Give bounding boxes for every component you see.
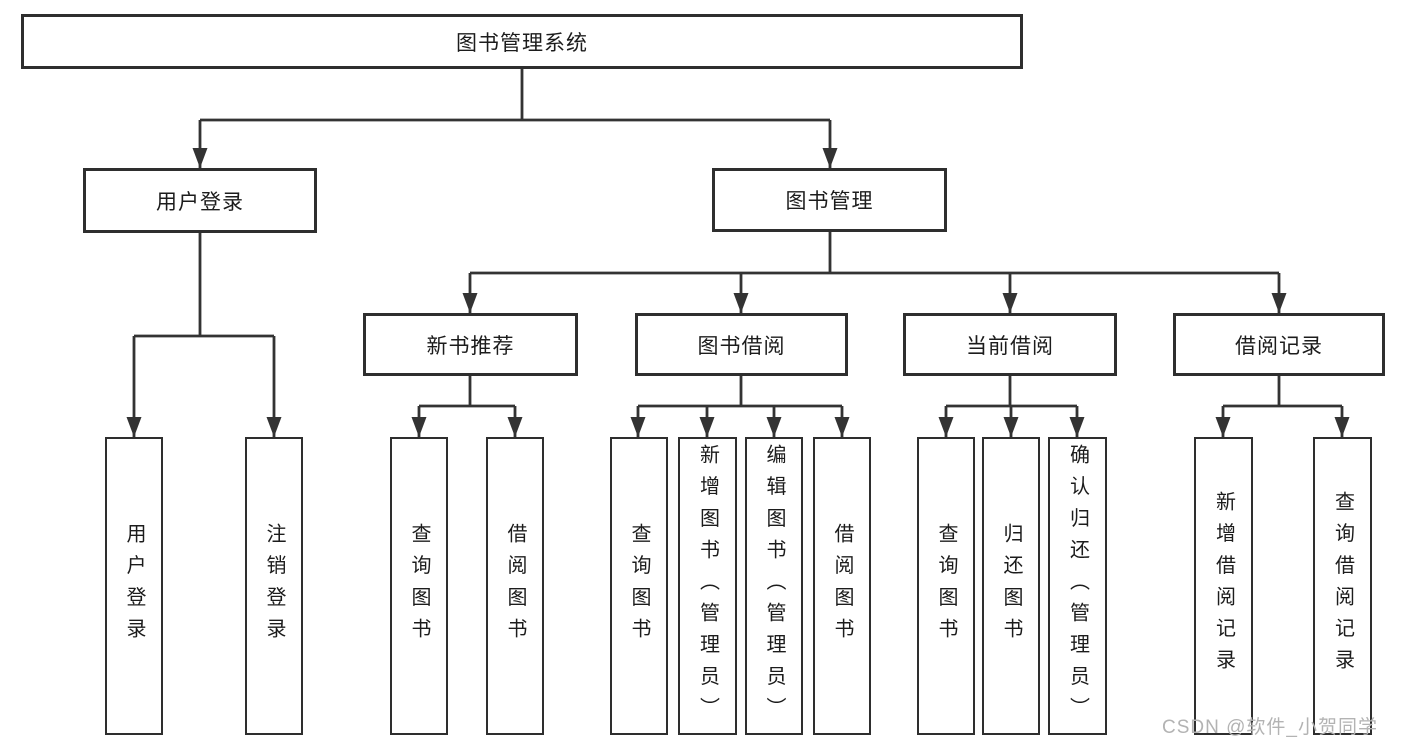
node-book-management: 图书管理: [712, 168, 947, 232]
leaf-current-return-books: 归还图书: [982, 437, 1040, 735]
leaf-user-login: 用户登录: [105, 437, 163, 735]
watermark: CSDN @软件_小贺同学: [1162, 717, 1378, 738]
leaf-borrow-borrow-books: 借阅图书: [813, 437, 871, 735]
leaf-rec-borrow-books: 借阅图书: [486, 437, 544, 735]
leaf-borrow-query-books: 查询图书: [610, 437, 668, 735]
leaf-logout: 注销登录: [245, 437, 303, 735]
node-library-management-system: 图书管理系统: [21, 14, 1023, 69]
node-new-book-recommend: 新书推荐: [363, 313, 578, 376]
leaf-current-query-books: 查询图书: [917, 437, 975, 735]
leaf-rec-query-books: 查询图书: [390, 437, 448, 735]
node-borrowing-records: 借阅记录: [1173, 313, 1385, 376]
leaf-record-query-borrow-record: 查询借阅记录: [1313, 437, 1372, 735]
leaf-borrow-add-books-admin: 新增图书（管理员）: [678, 437, 737, 735]
leaf-current-confirm-return-admin: 确认归还（管理员）: [1048, 437, 1107, 735]
node-book-borrowing: 图书借阅: [635, 313, 848, 376]
leaf-borrow-edit-books-admin: 编辑图书（管理员）: [745, 437, 803, 735]
leaf-record-add-borrow-record: 新增借阅记录: [1194, 437, 1253, 735]
node-current-borrowing: 当前借阅: [903, 313, 1117, 376]
node-user-login: 用户登录: [83, 168, 317, 233]
